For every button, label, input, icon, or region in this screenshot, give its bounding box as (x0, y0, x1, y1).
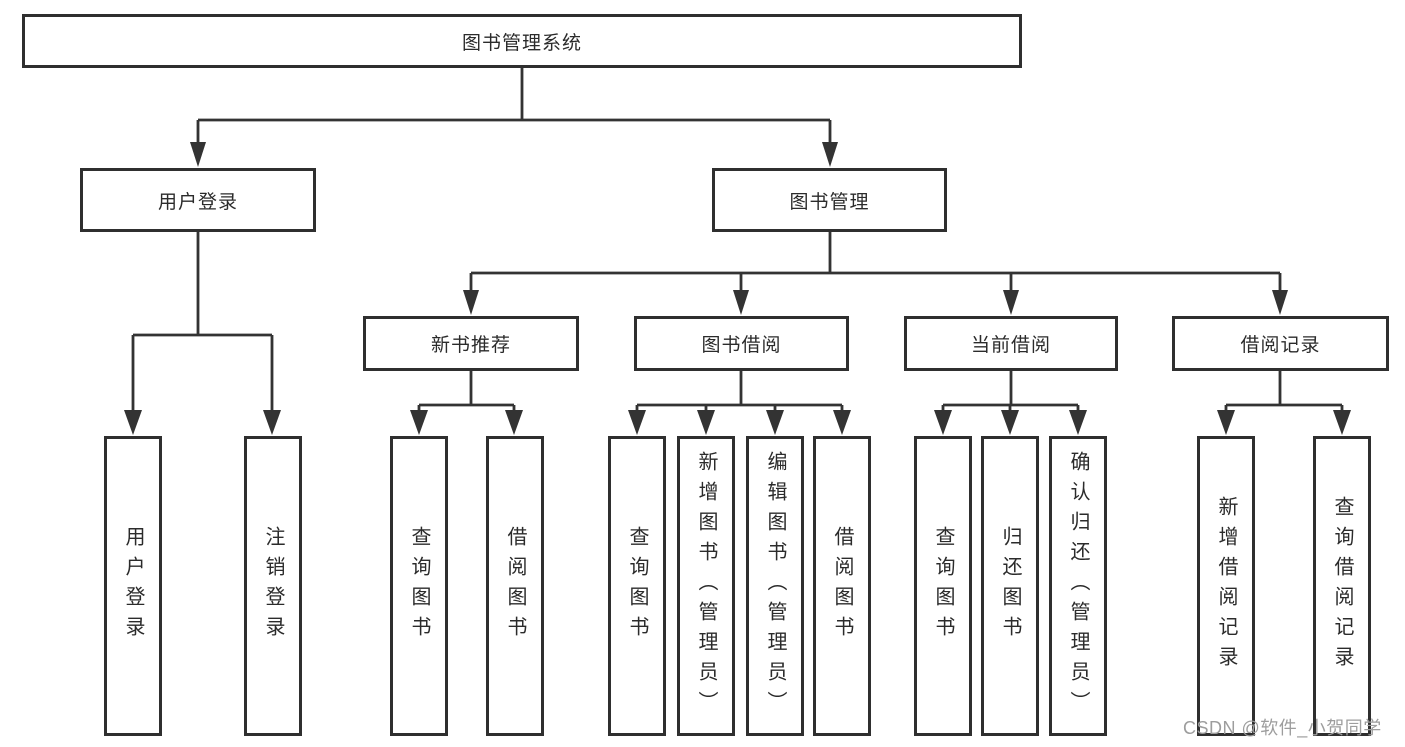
arrow-down-icon (190, 142, 206, 167)
leaf-current-query-book-label: 查询图书 (932, 526, 954, 646)
node-current-borrow-label: 当前借阅 (970, 335, 1051, 356)
arrow-down-icon (697, 410, 715, 435)
arrow-down-icon (410, 410, 428, 435)
node-borrow-record-label: 借阅记录 (1240, 335, 1321, 356)
leaf-add-borrow-record: 新增借阅记录 (1197, 436, 1255, 736)
leaf-logout: 注销登录 (244, 436, 302, 736)
node-user-login-group-label: 用户登录 (157, 191, 238, 213)
arrow-down-icon (766, 410, 784, 435)
leaf-confirm-return-admin: 确认归还（管理员） (1049, 436, 1107, 736)
arrow-down-icon (1272, 290, 1288, 315)
leaf-edit-book-admin: 编辑图书（管理员） (746, 436, 804, 736)
csdn-watermark: CSDN @软件_小贺同学 (1183, 718, 1382, 738)
node-borrow-record: 借阅记录 (1172, 316, 1389, 371)
leaf-confirm-return-admin-label: 确认归还（管理员） (1067, 451, 1089, 721)
leaf-borrow-book: 借阅图书 (813, 436, 871, 736)
leaf-recommend-query-book: 查询图书 (390, 436, 448, 736)
leaf-recommend-borrow-book: 借阅图书 (486, 436, 544, 736)
arrow-down-icon (1069, 410, 1087, 435)
arrow-down-icon (1003, 290, 1019, 315)
leaf-query-borrow-record: 查询借阅记录 (1313, 436, 1371, 736)
leaf-edit-book-admin-label: 编辑图书（管理员） (764, 451, 786, 721)
leaf-query-borrow-record-label: 查询借阅记录 (1331, 496, 1353, 676)
arrow-down-icon (1333, 410, 1351, 435)
arrow-down-icon (1001, 410, 1019, 435)
arrow-down-icon (733, 290, 749, 315)
leaf-return-book-label: 归还图书 (999, 526, 1021, 646)
arrow-down-icon (934, 410, 952, 435)
connector-paths (131, 68, 1344, 413)
arrow-down-icon (505, 410, 523, 435)
arrow-down-icon (124, 410, 142, 435)
node-book-borrow: 图书借阅 (634, 316, 849, 371)
leaf-user-login: 用户登录 (104, 436, 162, 736)
leaf-user-login-label: 用户登录 (122, 526, 144, 646)
node-new-book-recommend: 新书推荐 (363, 316, 579, 371)
node-book-management: 图书管理 (712, 168, 947, 232)
leaf-add-borrow-record-label: 新增借阅记录 (1215, 496, 1237, 676)
node-user-login-group: 用户登录 (80, 168, 316, 232)
leaf-current-query-book: 查询图书 (914, 436, 972, 736)
leaf-borrow-query-book-label: 查询图书 (626, 526, 648, 646)
arrow-down-icon (628, 410, 646, 435)
node-root-label: 图书管理系统 (461, 32, 582, 54)
leaf-recommend-borrow-book-label: 借阅图书 (504, 526, 526, 646)
node-book-borrow-label: 图书借阅 (701, 335, 782, 356)
arrow-down-icon (463, 290, 479, 315)
leaf-logout-label: 注销登录 (262, 526, 284, 646)
node-new-book-recommend-label: 新书推荐 (430, 335, 511, 356)
arrow-down-icon (822, 142, 838, 167)
leaf-add-book-admin-label: 新增图书（管理员） (695, 451, 717, 721)
leaf-add-book-admin: 新增图书（管理员） (677, 436, 735, 736)
arrow-down-icon (1217, 410, 1235, 435)
leaf-borrow-book-label: 借阅图书 (831, 526, 853, 646)
node-root: 图书管理系统 (22, 14, 1022, 68)
node-book-management-label: 图书管理 (789, 191, 870, 213)
arrow-down-icon (833, 410, 851, 435)
arrow-down-icon (263, 410, 281, 435)
node-current-borrow: 当前借阅 (904, 316, 1118, 371)
leaf-recommend-query-book-label: 查询图书 (408, 526, 430, 646)
leaf-borrow-query-book: 查询图书 (608, 436, 666, 736)
leaf-return-book: 归还图书 (981, 436, 1039, 736)
